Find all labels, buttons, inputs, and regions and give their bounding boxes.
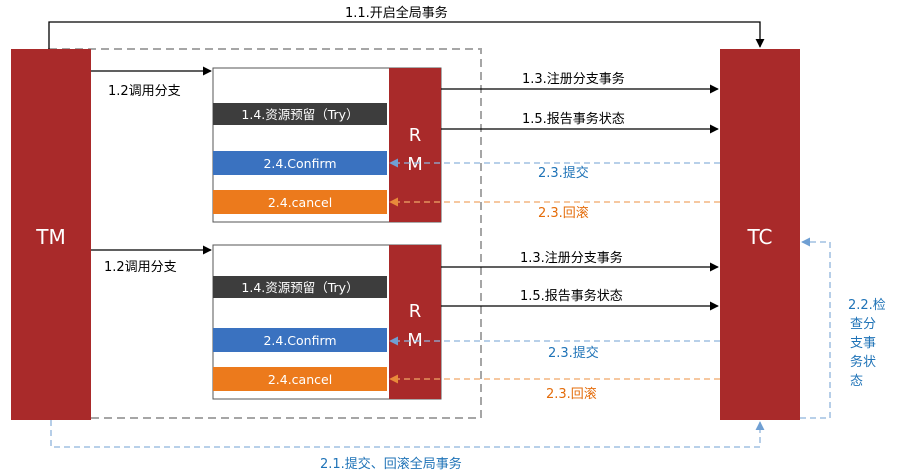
confirm-label-top: 2.4.Confirm [263, 156, 336, 171]
cancel-label-top: 2.4.cancel [268, 195, 332, 210]
register-label-top: 1.3.注册分支事务 [522, 71, 625, 87]
report-label-bottom: 1.5.报告事务状态 [520, 288, 623, 304]
confirm-bar-top [213, 151, 387, 175]
check-label-line: 2.2.检 [848, 298, 886, 313]
cancel-bar-top [213, 190, 387, 214]
check-label-line: 态 [850, 374, 863, 389]
begin-global-arrow [48, 21, 765, 49]
try-bar-top [213, 103, 387, 125]
confirm-label-bottom: 2.4.Confirm [263, 333, 336, 348]
rm-top-m: M [407, 154, 423, 175]
call-label-bottom: 1.2调用分支 [104, 260, 177, 275]
tc-label: TC [746, 225, 772, 249]
check-branch-label: 2.2.检 查分 支事 务状 态 [848, 298, 886, 389]
check-label-line: 务状 [850, 354, 876, 370]
tm-label: TM [35, 225, 65, 249]
check-label-line: 查分 [850, 317, 876, 332]
rm-block-top [389, 68, 441, 222]
cancel-bar-bottom [213, 367, 387, 391]
commit-label-top: 2.3.提交 [538, 165, 589, 181]
rollback-label-bottom: 2.3.回滚 [546, 386, 597, 402]
try-label-top: 1.4.资源预留（Try） [241, 107, 358, 122]
report-label-top: 1.5.报告事务状态 [522, 111, 625, 127]
rollback-label-top: 2.3.回滚 [538, 205, 589, 221]
begin-global-label: 1.1.开启全局事务 [345, 5, 448, 21]
rm-top-r: R [409, 125, 422, 146]
global-commit-rollback-label: 2.1.提交、回滚全局事务 [320, 456, 462, 472]
check-branch-arrow [800, 237, 831, 419]
confirm-bar-bottom [213, 328, 387, 352]
commit-label-bottom: 2.3.提交 [548, 345, 599, 361]
try-label-bottom: 1.4.资源预留（Try） [241, 280, 358, 295]
try-bar-bottom [213, 276, 387, 298]
register-label-bottom: 1.3.注册分支事务 [520, 250, 623, 266]
global-commit-rollback-arrow [50, 420, 765, 448]
call-label-top: 1.2调用分支 [108, 84, 181, 99]
tm-block [11, 49, 91, 420]
check-label-line: 支事 [850, 336, 876, 351]
tc-block [720, 49, 800, 420]
cancel-label-bottom: 2.4.cancel [268, 372, 332, 387]
rm-block-bottom [389, 245, 441, 399]
rm-bottom-r: R [409, 301, 422, 322]
